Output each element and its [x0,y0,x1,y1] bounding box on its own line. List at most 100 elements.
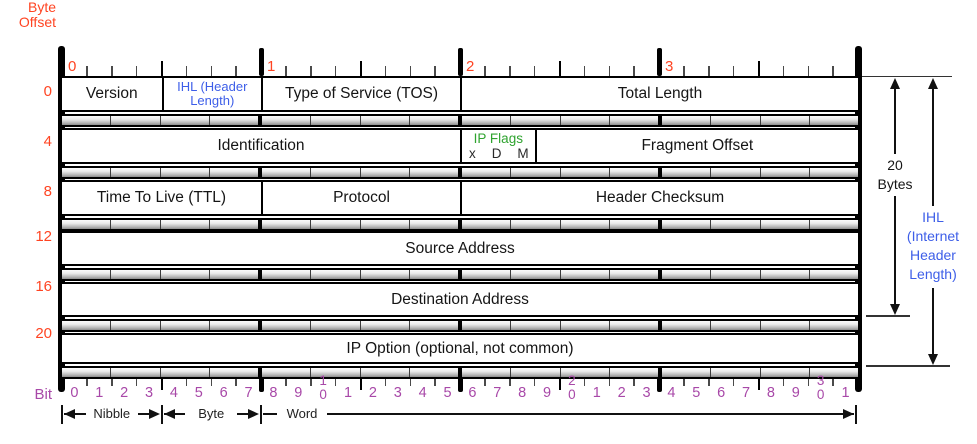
bit-tick-top [608,66,610,76]
bit-number: 9 [543,385,552,401]
byte-offset-label: 4 [43,133,52,150]
spacer-cell [711,116,761,125]
field-label: Protocol [333,189,390,206]
bracket-bar [260,405,262,424]
spacer-cell [409,168,462,177]
spacer-cell [760,321,810,330]
spacer-cell [360,321,410,330]
bit-number: 7 [244,385,253,401]
spacer-cell [360,116,410,125]
bit-number: 5 [443,385,452,401]
spacer-cell [609,116,662,125]
flag-m: M [517,145,529,161]
flag-x: x [469,145,476,161]
spacer-cell [760,220,810,229]
spacer-cell [409,321,462,330]
spacer-cell [262,270,312,279]
bit-tick-top [757,61,760,76]
bit-number: 1 [592,385,601,401]
spacer-cell [711,270,761,279]
spacer-cell [62,270,112,279]
spacer-cell [62,368,112,377]
spacer-cell [560,220,610,229]
bracket-arrow-right [843,409,854,419]
spacer-cell [62,116,112,125]
spacer-cell [160,321,210,330]
bit-tick-bottom [334,379,337,386]
bit-tick-bottom [409,379,411,386]
bit-tick-top [558,61,561,76]
spacer-cell [111,168,161,177]
bit-number: 3 [642,385,651,401]
byte-offset-label: 12 [35,228,52,245]
spacer-cell [311,368,361,377]
spacer-cell [462,321,512,330]
field-label-line: Length) [190,93,235,108]
spacer-cell [209,168,262,177]
bit-tick-top [409,66,411,76]
bit-tick-bottom [558,379,561,390]
arrow-head-down [928,354,938,365]
byte-boundary-bar-bottom [457,377,463,392]
spacer-cell [809,321,858,330]
arrow-stem [932,288,934,354]
bit-number: 6 [468,385,477,401]
bit-tick-top [160,61,163,76]
byte-offset-label: 0 [43,83,52,100]
bit-number: 1 [841,385,850,401]
spacer-cell [62,321,112,330]
bit-tick-top [285,66,287,76]
spacer-cell [760,270,810,279]
bit-tick-top [832,66,834,76]
bracket-arrow-left [163,409,175,419]
bit-tick-bottom [160,379,163,390]
bit-number: 8 [518,385,527,401]
spacer-cell [409,270,462,279]
bit-tick-bottom [434,379,436,386]
arrow-stem [894,196,896,306]
spacer-cell [209,270,262,279]
measure-20bytes-line [866,315,910,317]
bit-tick-top [135,66,138,76]
spacer-cell [560,321,610,330]
bit-tick-top [434,66,436,76]
arrow-head-down [890,304,900,315]
bit-tick-bottom [757,379,760,390]
spacer-cell [760,168,810,177]
spacer-cell [662,368,712,377]
spacer-cell [160,270,210,279]
bit-tick-bottom [509,379,511,386]
twenty-bytes-label: 20 Bytes [867,156,923,194]
spacer-cell [560,168,610,177]
spacer-cell [311,116,361,125]
ihl-annotation-label: IHL (Internet Header Length) [901,208,965,284]
field-label: Destination Address [391,290,529,308]
bit-number: 3 [145,385,154,401]
bit-number: 9 [294,385,303,401]
spacer-cell [160,168,210,177]
field-label: Type of Service (TOS) [284,85,439,102]
spacer-cell [662,270,712,279]
bit-number: 4 [169,385,178,401]
spacer-cell [809,168,858,177]
ihl-line2: (Internet [906,228,960,244]
spacer-cell [262,116,312,125]
ihl-line3: Header [910,247,956,263]
spacer-cell [511,321,561,330]
bracket-arrow-right [148,409,160,419]
spacer-cell [462,270,512,279]
bit-number: 8 [269,385,278,401]
spacer-cell [711,168,761,177]
byte-boundary-bar-top [258,48,264,76]
spacer-cell [462,168,512,177]
ihl-line4: Length) [909,266,957,282]
spacer-cell [609,368,662,377]
bit-number-stacked: 2 [568,373,576,388]
bit-tick-bottom [359,379,362,390]
spacer-cell [311,270,361,279]
byte-offset-label: 20 [35,325,52,342]
bit-tick-top [86,66,88,76]
bit-tick-bottom [210,379,212,386]
